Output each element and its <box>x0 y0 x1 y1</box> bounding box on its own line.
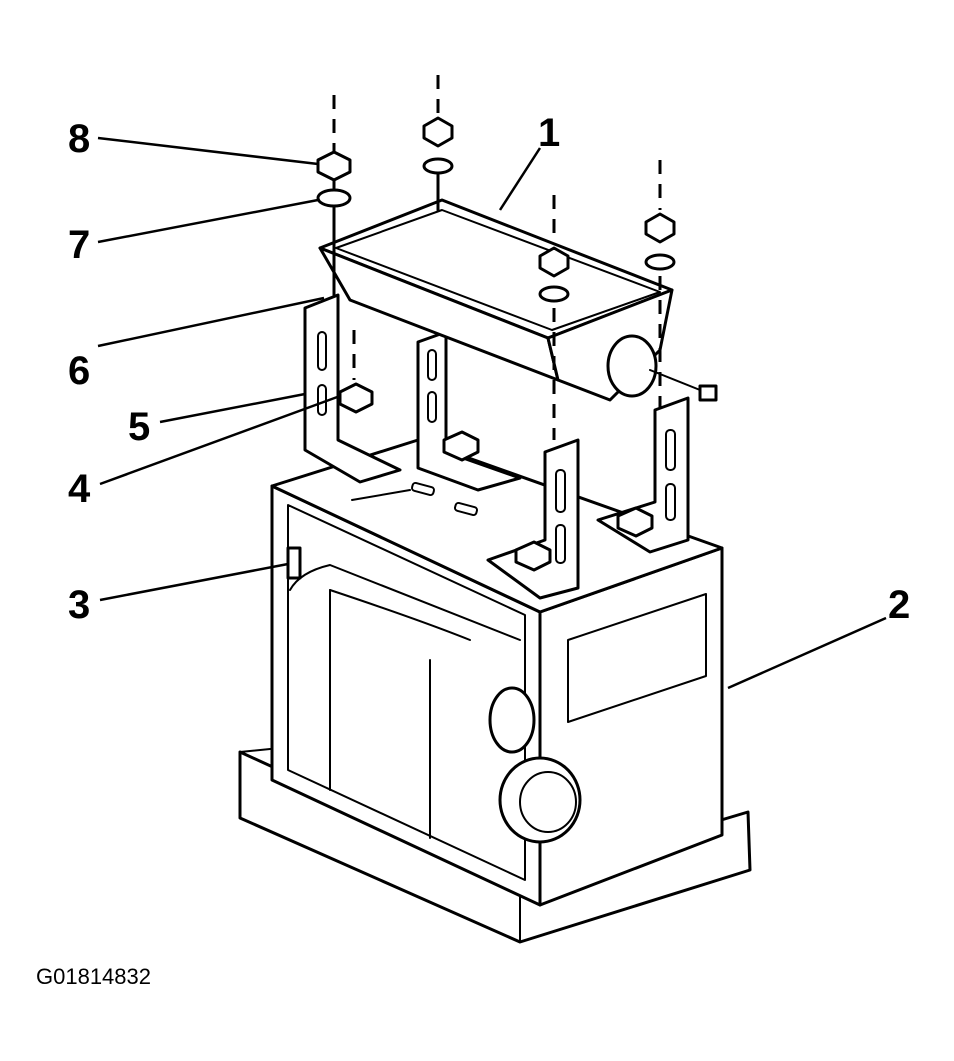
nut-part-8 <box>316 150 352 182</box>
washer-stack-2 <box>422 157 454 175</box>
washer-stack-4 <box>644 253 676 271</box>
callout-6: 6 <box>68 349 90 393</box>
nut-stack-3 <box>538 246 570 278</box>
fasteners <box>316 75 676 440</box>
washer-part-7 <box>316 188 352 208</box>
bolts <box>442 430 654 572</box>
connector-lower <box>498 756 582 844</box>
connector-upper <box>488 686 536 754</box>
module-connector <box>606 334 658 398</box>
callout-5: 5 <box>128 405 150 449</box>
callout-3: 3 <box>68 583 90 627</box>
nut-part-4 <box>338 382 374 414</box>
callout-2: 2 <box>888 583 910 627</box>
wire-plug <box>698 384 718 402</box>
washer-stack-3 <box>538 285 570 303</box>
callout-8: 8 <box>68 117 90 161</box>
figure-id: G01814832 <box>36 964 151 989</box>
callout-7: 7 <box>68 223 90 267</box>
control-module <box>318 198 718 402</box>
callout-4: 4 <box>68 467 91 511</box>
leader-lines <box>97 136 887 690</box>
nut-stack-4 <box>644 212 676 244</box>
nut-stack-2 <box>422 116 454 148</box>
callout-1: 1 <box>538 111 560 155</box>
housing-assembly <box>238 438 752 944</box>
clip <box>286 546 302 580</box>
